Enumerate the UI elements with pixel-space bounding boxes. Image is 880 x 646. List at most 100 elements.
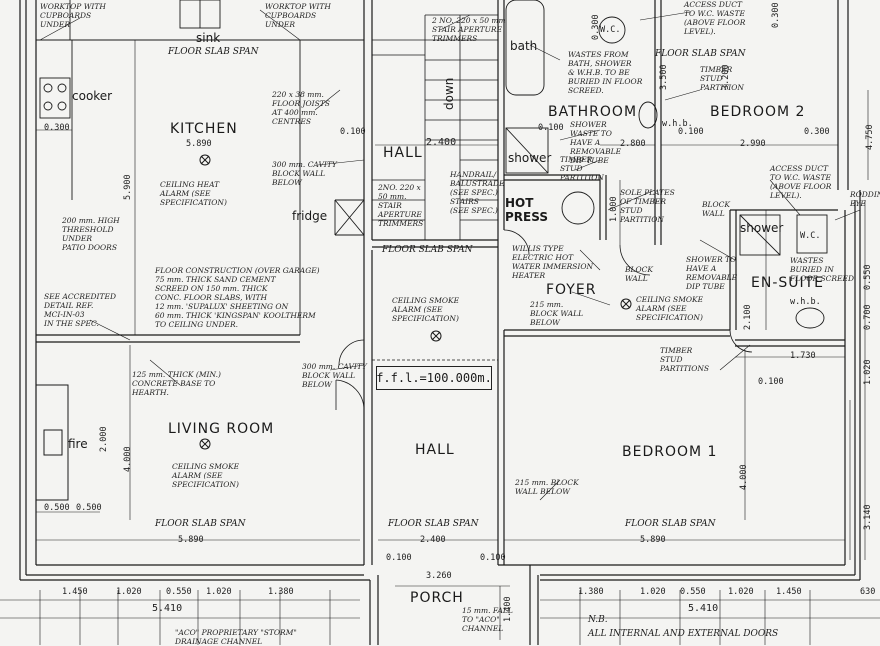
wc-label-ensuite: W.C.	[800, 231, 821, 241]
room-label-hall-lower: HALL	[415, 442, 455, 458]
note-kitchen-heat-alarm: CEILING HEAT ALARM (SEE SPECIFICATION)	[160, 180, 227, 207]
span-hall-top: FLOOR SLAB SPAN	[382, 245, 473, 255]
note-block-wall-1: BLOCK WALL	[702, 200, 730, 218]
note-cavity-wall-2: 300 mm. CAVITY BLOCK WALL BELOW	[302, 362, 367, 389]
note-aco-drain: "ACO" PROPRIETARY "STORM" DRAINAGE CHANN…	[175, 628, 297, 646]
dim-left-1020a: 1.020	[116, 587, 142, 597]
dim-bed2-0300-top: 0.300	[591, 14, 601, 40]
dim-hall-2400-top: 2.400	[426, 137, 457, 148]
note-shower-tube: SHOWER TO HAVE A REMOVABLE DIP TUBE	[686, 255, 738, 291]
dim-bed2-3200: 3.200	[721, 64, 731, 90]
whb-label-ensuite: w.h.b.	[790, 297, 821, 307]
dim-kitchen-height: 5.900	[123, 174, 133, 200]
dim-bed1-4000: 4.000	[739, 464, 749, 490]
fridge-label: fridge	[292, 209, 328, 223]
note-worktop-left: WORKTOP WITH CUPBOARDS UNDER	[40, 2, 106, 29]
span-bedroom-1: FLOOR SLAB SPAN	[625, 519, 716, 529]
sink-label: sink	[196, 31, 221, 45]
note-accredited-detail: SEE ACCREDITED DETAIL REF. MCI-IN-03 IN …	[44, 292, 116, 328]
dim-right-5410: 5.410	[688, 603, 719, 614]
note-access-duct-right: ACCESS DUCT TO W.C. WASTE (ABOVE FLOOR L…	[770, 164, 832, 200]
dim-right-1380: 1.380	[578, 587, 604, 597]
room-label-kitchen: KITCHEN	[170, 121, 238, 137]
note-wastes-bath: WASTES FROM BATH, SHOWER & W.H.B. TO BE …	[568, 50, 643, 95]
span-bathroom: FLOOR SLAB SPAN	[655, 49, 746, 59]
dim-wc-1000: 1.000	[609, 196, 619, 222]
note-worktop-right: WORKTOP WITH CUPBOARDS UNDER	[265, 2, 331, 29]
porch-walls	[369, 565, 539, 645]
dim-ensuite-0550: 0.550	[863, 264, 873, 290]
dim-bed2-4750: 4.750	[865, 124, 875, 150]
whb-label-main: w.h.b.	[662, 119, 693, 129]
dim-hall-0100: 0.100	[340, 127, 366, 137]
note-aco-fall: 15 mm. FALL TO "ACO" CHANNEL	[462, 606, 513, 633]
leader-lines	[39, 9, 861, 501]
note-wastes-buried: WASTES BURIED IN FLOOR SCREED	[790, 256, 854, 283]
shower-label-ensuite: shower	[740, 221, 784, 235]
dim-bath-0100: 0.100	[678, 127, 704, 137]
dim-left-0550: 0.550	[166, 587, 192, 597]
dim-left-1450: 1.450	[62, 587, 88, 597]
note-block-wall-2: BLOCK WALL	[625, 265, 653, 283]
room-label-en-suite: EN-SUITE	[751, 275, 825, 291]
dim-porch-3260: 3.260	[426, 571, 452, 581]
note-smoke-alarm-hall: CEILING SMOKE ALARM (SEE SPECIFICATION)	[392, 296, 460, 323]
internal-walls	[36, 0, 845, 565]
dim-left-1380: 1.380	[268, 587, 294, 597]
dim-porch-1400: 1.400	[503, 596, 513, 622]
dim-ensuite-0700: 0.700	[863, 304, 873, 330]
room-label-porch: PORCH	[410, 590, 464, 606]
dim-ensuite-2100: 2.100	[743, 304, 753, 330]
cooker-label: cooker	[72, 89, 113, 103]
dim-right-1020a: 1.020	[640, 587, 666, 597]
note-smoke-alarm-living: CEILING SMOKE ALARM (SEE SPECIFICATION)	[172, 462, 240, 489]
room-label-living-room: LIVING ROOM	[168, 421, 275, 437]
span-living: FLOOR SLAB SPAN	[155, 519, 246, 529]
note-stair-trimmers: 2NO. 220 x 50 mm. STAIR APERTURE TRIMMER…	[378, 183, 424, 228]
dim-living-0500a: 0.500	[44, 503, 70, 513]
dim-bed1-3140: 3.140	[863, 504, 873, 530]
dim-living-0500b: 0.500	[76, 503, 102, 513]
kitchen-width-dim: 5.890	[186, 139, 212, 149]
note-cavity-wall: 300 mm. CAVITY BLOCK WALL BELOW	[272, 160, 337, 187]
dim-kitchen-0300: 0.300	[44, 123, 70, 133]
dim-living-2000: 2.000	[99, 426, 109, 452]
note-rodding-eye: RODDING EYE	[850, 190, 880, 208]
dim-bottom-0100b: 0.100	[480, 553, 506, 563]
bath-label: bath	[510, 39, 538, 53]
dim-ensuite-1730: 1.730	[790, 351, 816, 361]
note-handrail: HANDRAIL/ BALUSTRADE (SEE SPEC.) STAIRS …	[450, 170, 505, 215]
note-timber-partition: TIMBER STUD PARTITION	[560, 155, 604, 182]
dim-living-4000: 4.000	[123, 446, 133, 472]
worktops	[35, 0, 365, 335]
note-access-duct-top: ACCESS DUCT TO W.C. WASTE (ABOVE FLOOR L…	[684, 0, 746, 36]
dimension-lines	[0, 40, 880, 645]
fireplace	[35, 384, 69, 501]
note-timber-partitions: TIMBER STUD PARTITIONS	[660, 346, 710, 373]
nb-text: ALL INTERNAL AND EXTERNAL DOORS	[588, 629, 779, 639]
dim-left-5410: 5.410	[152, 603, 183, 614]
dim-bath-2800: 2.800	[620, 139, 646, 149]
dim-wc-0100: 0.100	[538, 123, 564, 133]
room-label-bedroom-1: BEDROOM 1	[622, 444, 718, 460]
bathroom-fittings	[505, 0, 828, 329]
room-label-bathroom: BATHROOM	[548, 104, 638, 120]
stair-down-label: down	[442, 77, 456, 110]
note-block-wall-215: 215 mm. BLOCK WALL BELOW	[530, 300, 584, 327]
note-timber-stud-top: TIMBER STUD PARTITION	[700, 65, 744, 92]
dim-bottom-0100a: 0.100	[386, 553, 412, 563]
note-stair-aperture: 2 NO. 220 x 50 mm STAIR APERTURE TRIMMER…	[432, 16, 506, 43]
dim-ensuite-1020: 1.020	[863, 359, 873, 385]
dim-right-edge: 630	[860, 587, 876, 597]
dim-bed2-0300-right: 0.300	[771, 2, 781, 28]
dim-left-1020b: 1.020	[206, 587, 232, 597]
note-floor-joists: 220 x 38 mm. FLOOR JOISTS AT 400 mm. CEN…	[272, 90, 330, 126]
room-label-bedroom-2: BEDROOM 2	[710, 104, 806, 120]
wc-label-main: W.C.	[600, 25, 621, 35]
note-shower-waste: SHOWER WASTE TO HAVE A REMOVABLE DIP TUB…	[570, 120, 622, 165]
span-hall-bottom: FLOOR SLAB SPAN	[388, 519, 479, 529]
dim-ensuite-0100: 0.100	[758, 377, 784, 387]
note-patio-threshold: 200 mm. HIGH THRESHOLD UNDER PATIO DOORS	[62, 216, 120, 252]
note-block-wall-below: 215 mm. BLOCK WALL BELOW	[515, 478, 579, 496]
